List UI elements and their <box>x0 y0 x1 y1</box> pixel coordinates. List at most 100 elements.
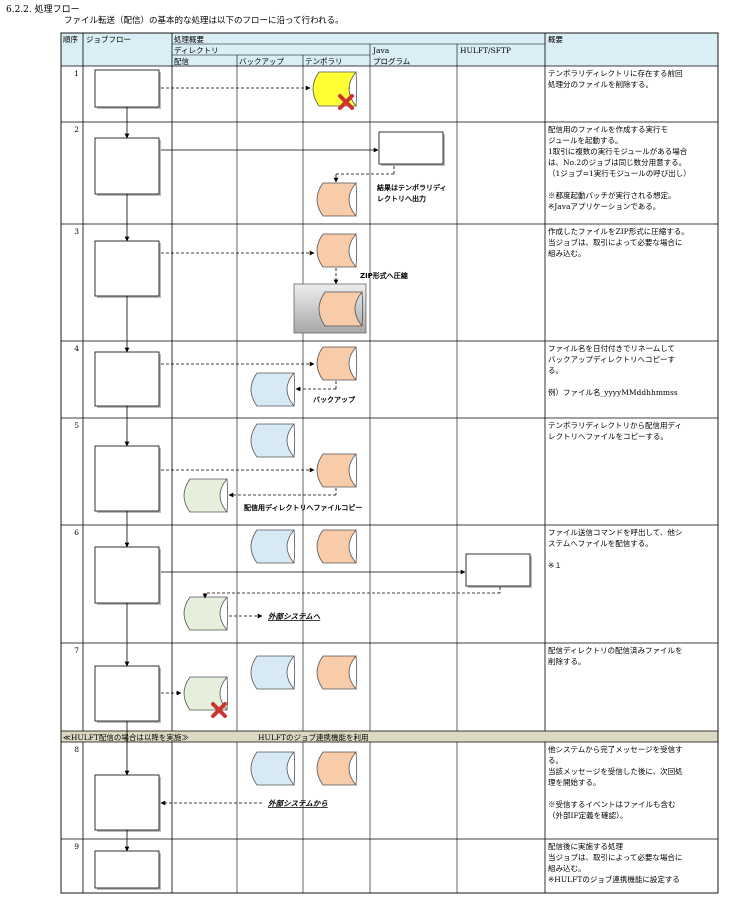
result-note: レクトリへ出力 <box>377 194 426 203</box>
file-drum-edge <box>293 751 296 786</box>
temp-file-drum-icon <box>316 751 358 786</box>
backup-file-drum-icon <box>250 529 296 564</box>
summary-line: 理を開始する。 <box>548 777 601 787</box>
summary-line: テンポラリディレクトリに存在する前回 <box>548 68 682 78</box>
summary-line: ※都度起動バッチが実行される想定。 <box>548 190 676 200</box>
summary-line: ※受信するイベントはファイルも含む <box>548 799 676 809</box>
job-box <box>94 546 160 604</box>
zip-note: ZIP形式へ圧縮 <box>360 271 408 280</box>
summary-line: 作成したファイルをZIP形式に圧縮する。 <box>548 226 689 236</box>
summary-line: 例）ファイル名_yyyyMMddhhmmss <box>548 387 678 397</box>
header-flow: ジョブフロー <box>86 34 131 44</box>
table-header-bg <box>61 33 718 66</box>
job-box <box>94 351 160 407</box>
zip-file-drum-icon <box>318 291 364 327</box>
file-drum-body <box>316 233 357 268</box>
banner-right-text: HULFTのジョブ連携機能を利用 <box>258 732 369 742</box>
file-drum-body <box>250 751 295 786</box>
file-drum-body <box>183 676 228 711</box>
row-number: 9 <box>74 842 79 851</box>
result-note: 結果はテンポラリディ <box>377 183 447 192</box>
summary-line: 配信用のファイルを作成する実行モ <box>548 124 668 134</box>
file-drum-edge <box>355 346 358 381</box>
header-program: プログラム <box>373 56 410 66</box>
row-number: 1 <box>74 69 79 78</box>
header-backup: バックアップ <box>239 57 284 66</box>
deliver-file-drum-icon <box>183 676 229 711</box>
summary-line: 当該メッセージを受信した後に、次回処 <box>548 766 683 776</box>
summary-line: ※HULFTのジョブ連携機能に設定する <box>548 874 680 884</box>
send-module-box <box>465 553 531 587</box>
file-drum-edge <box>355 751 358 786</box>
job-box <box>94 774 160 831</box>
summary-line: 組み込む。 <box>548 863 586 873</box>
temp-file-drum-icon <box>316 346 358 381</box>
summary-line: 削除する。 <box>548 656 586 666</box>
delete-x-icon <box>338 94 354 110</box>
summary-line: ファイル送信コマンドを呼出して、他シ <box>548 527 682 537</box>
file-drum-body <box>316 529 357 564</box>
table-border <box>60 32 719 894</box>
row-number: 8 <box>74 745 79 754</box>
backup-file-drum-icon <box>250 655 296 690</box>
summary-line: ※１ <box>548 561 562 570</box>
backup-file-drum-icon <box>250 751 296 786</box>
summary-line: 配信ディレクトリの配信済みファイルを <box>548 645 682 655</box>
prev-file-drum-icon <box>312 71 358 107</box>
file-drum-edge <box>226 478 229 513</box>
row-number: 4 <box>74 344 79 353</box>
deliver-file-drum-icon <box>183 596 229 631</box>
file-drum-edge <box>355 453 358 488</box>
backup-note: バックアップ <box>313 395 356 404</box>
file-drum-body <box>316 182 357 217</box>
file-drum-body <box>316 453 357 488</box>
row-number: 7 <box>74 646 79 655</box>
summary-line: は、No.2のジョブは同じ数分用意する。 <box>548 157 686 167</box>
summary-line: 他システムから完了メッセージを受信す <box>548 744 683 754</box>
header-java: Java <box>372 46 390 55</box>
header-order: 順序 <box>63 34 78 44</box>
file-drum-body <box>316 655 357 690</box>
job-box <box>94 445 160 512</box>
backup-file-drum-icon <box>250 423 296 458</box>
summary-line: る。 <box>548 756 563 765</box>
section-subtitle: ファイル転送（配信）の基本的な処理は以下のフローに沿って行われる。 <box>64 16 344 26</box>
row-number: 5 <box>74 421 79 430</box>
section-heading: 6.2.2. 処理フロー <box>6 5 80 15</box>
header-hulft: HULFT/SFTP <box>460 46 511 55</box>
summary-line: 組み込む。 <box>548 248 586 258</box>
job-box <box>94 850 160 889</box>
deliver-copy-note: 配信用ディレクトリへファイルコピー <box>244 503 362 512</box>
x-stroke <box>338 94 354 110</box>
banner-left-text: ≪HULFT配信の場合は以降を実施≫ <box>63 732 189 742</box>
row-number: 3 <box>74 227 79 236</box>
exec-module-box <box>378 131 444 165</box>
temp-file-drum-icon <box>316 655 358 690</box>
temp-file-drum-icon <box>316 182 358 217</box>
summary-line: る。 <box>548 366 563 375</box>
temp-file-drum-icon <box>316 529 358 564</box>
header-overview: 処理概要 <box>174 34 204 44</box>
summary-line: レクトリへファイルをコピーする。 <box>548 432 668 441</box>
file-drum-body <box>250 372 295 407</box>
file-drum-edge <box>355 529 358 564</box>
summary-line: 当ジョブは、取引によって必要な場合に <box>548 852 682 862</box>
row-number: 2 <box>74 125 79 134</box>
hulft-banner-bg <box>61 731 718 742</box>
summary-line: ファイル名を日付付きでリネームして <box>548 343 675 353</box>
job-box <box>94 665 160 722</box>
file-drum-body <box>316 346 357 381</box>
summary-line: ※Javaアプリケーションである。 <box>548 202 660 211</box>
summary-line: 当ジョブは、取引によって必要な場合に <box>548 237 682 247</box>
file-drum-edge <box>293 529 296 564</box>
header-temporary: テンポラリ <box>305 57 343 66</box>
summary-line: ステムへファイルを配信する。 <box>548 538 653 548</box>
file-drum-body <box>316 751 357 786</box>
summary-line: 処理分のファイルを削除する。 <box>548 79 653 89</box>
backup-file-drum-icon <box>250 372 296 407</box>
summary-line: （1ジョブ=1実行モジュールの呼び出し） <box>548 168 691 178</box>
temp-file-drum-icon <box>316 233 358 268</box>
file-drum-edge <box>355 655 358 690</box>
file-drum-edge <box>226 596 229 631</box>
